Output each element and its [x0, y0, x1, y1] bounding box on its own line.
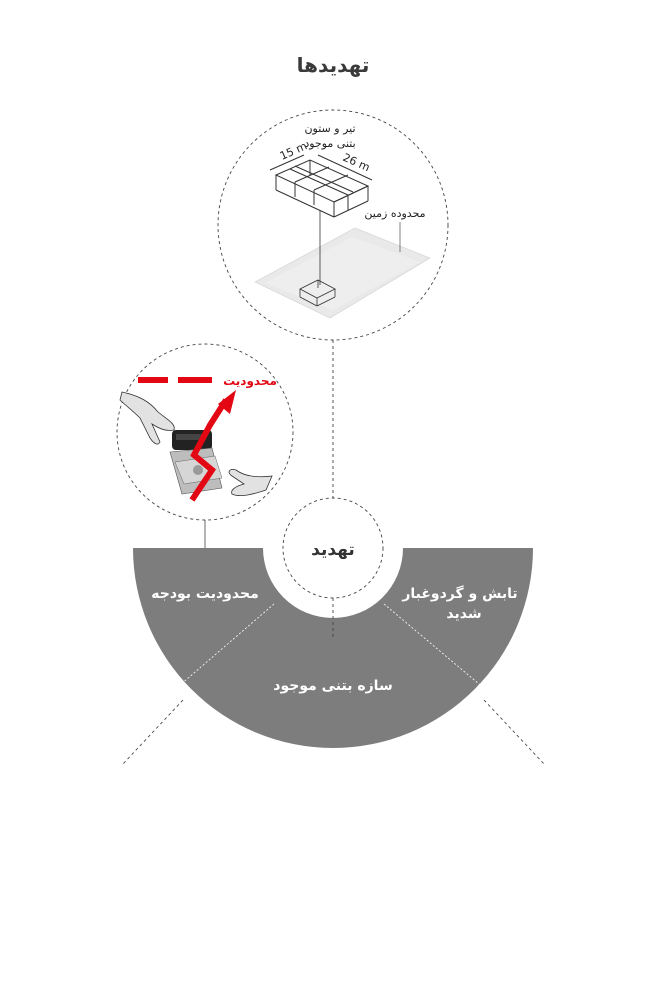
gray-half-ring	[133, 548, 533, 748]
limit-label: محدودیت	[223, 374, 277, 389]
land-area	[254, 227, 431, 319]
center-label: تهدید	[311, 540, 355, 560]
structure-label-line1: تیر و ستون	[304, 122, 355, 135]
hand-bottom-icon	[228, 469, 273, 497]
segment-right-label-line1: تابش و گردوغبار	[401, 585, 517, 602]
divider-right	[383, 603, 499, 701]
segment-left-label: محدودیت بودجه	[151, 586, 258, 602]
dim-long-label: 26 m	[341, 151, 372, 174]
extend-right	[483, 699, 546, 766]
page-title: تهدیدها	[297, 53, 370, 77]
center-circle	[282, 497, 384, 599]
land-label: محدوده زمین	[364, 207, 425, 220]
extend-left	[121, 699, 184, 766]
segment-bottom-label: سازه بتنی موجود	[273, 678, 392, 694]
frame-on-land-icon	[299, 279, 336, 307]
structure-label-line2: بتنی موجود	[304, 137, 355, 150]
segment-right-label-line2: شدید	[446, 606, 481, 622]
red-arrow-icon	[189, 390, 236, 502]
hand-top-icon	[119, 391, 175, 445]
money-icon	[169, 447, 223, 495]
concrete-frame-icon	[269, 154, 373, 218]
